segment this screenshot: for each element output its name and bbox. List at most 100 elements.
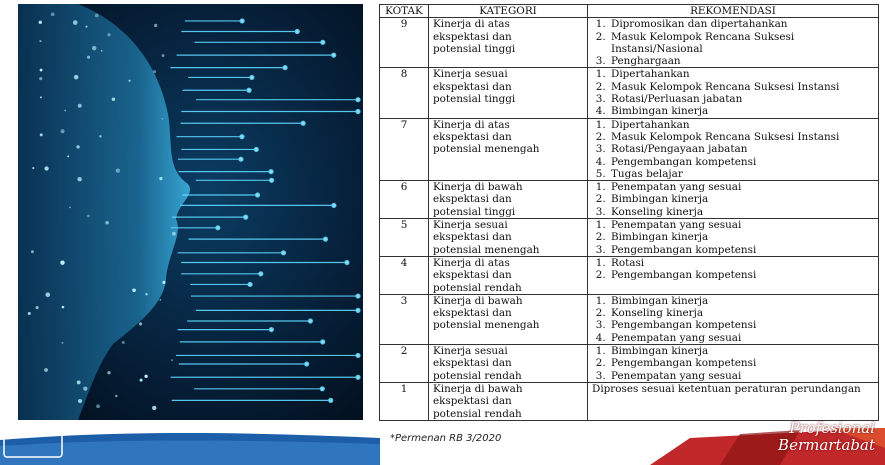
rekomendasi-list: Penempatan yang sesuaiBimbingan kinerjaK… <box>592 181 874 218</box>
glow-dot <box>50 12 55 17</box>
kategori-line: Kinerja di atas <box>433 256 510 269</box>
circuit-node <box>320 339 326 345</box>
glow-dot <box>159 298 162 301</box>
glow-dot <box>60 129 65 134</box>
kategori-line: Kinerja di atas <box>433 118 510 131</box>
circuit-node <box>328 397 334 403</box>
rekomendasi-item: Dipertahankan <box>609 68 874 80</box>
glow-dot <box>39 68 43 72</box>
circuit-node <box>355 352 361 359</box>
glow-dot <box>61 341 64 344</box>
kategori-line: Kinerja sesuai <box>433 219 508 232</box>
kategori-line: ekspektasi dan <box>433 80 512 93</box>
kategori-line: Kinerja di atas <box>433 18 510 31</box>
rekomendasi-cell: Diproses sesuai ketentuan peraturan peru… <box>587 381 879 421</box>
rekomendasi-item: Bimbingan kinerja <box>609 345 874 357</box>
kategori-line: potensial rendah <box>433 407 522 420</box>
circuit-node <box>355 293 361 299</box>
glow-dot <box>77 398 83 404</box>
circuit-node <box>355 97 361 103</box>
source-note: *Permenan RB 3/2020 <box>390 433 502 444</box>
kategori-line: potensial menengah <box>433 243 540 256</box>
glow-dot <box>96 404 100 409</box>
rekomendasi-list: DipertahankanMasuk Kelompok Rencana Suks… <box>592 68 874 117</box>
footer-wave-graphic <box>0 428 885 465</box>
glow-dot <box>61 305 65 309</box>
glow-dot <box>73 74 79 80</box>
rekomendasi-item: Pengembangan kompetensi <box>609 156 874 168</box>
rekomendasi-item: Rotasi <box>609 257 874 269</box>
glow-dot <box>152 405 157 411</box>
rekomendasi-item: Pengembangan kompetensi <box>609 319 874 331</box>
rekomendasi-list: Penempatan yang sesuaiBimbingan kinerjaP… <box>592 219 874 256</box>
circuit-node <box>253 146 259 153</box>
rekomendasi-item: Masuk Kelompok Rencana Suksesi Instansi/… <box>609 31 874 56</box>
glow-dot <box>121 340 125 344</box>
glow-dot <box>172 231 176 236</box>
circuit-node <box>282 65 288 71</box>
rekomendasi-cell: Bimbingan kinerjaPengembangan kompetensi… <box>587 344 879 383</box>
circuit-node <box>294 28 300 35</box>
kategori-line: ekspektasi dan <box>433 269 512 282</box>
kategori-line: Kinerja di bawah <box>433 382 523 395</box>
glow-dot <box>86 55 91 59</box>
rekomendasi-list: Bimbingan kinerjaKonseling kinerjaPengem… <box>592 295 874 344</box>
circuit-node <box>355 307 361 313</box>
table-header-row: KOTAK KATEGORI REKOMENDASI <box>379 3 879 19</box>
glow-dot <box>39 39 42 43</box>
glow-dot <box>111 97 116 102</box>
rekomendasi-item: Penghargaan <box>609 55 874 67</box>
glow-dot <box>145 293 148 296</box>
glow-dot <box>27 311 31 316</box>
rekomendasi-item: Penempatan yang sesuai <box>609 332 874 344</box>
kategori-line: Kinerja sesuai <box>433 68 508 81</box>
rekomendasi-cell: DipertahankanMasuk Kelompok Rencana Suks… <box>587 67 879 119</box>
header-kategori: KATEGORI <box>428 3 588 19</box>
glow-dot <box>161 54 165 57</box>
circuit-node <box>320 39 326 45</box>
glow-dot <box>144 374 148 378</box>
rekomendasi-item: Dipromosikan dan dipertahankan <box>609 18 874 30</box>
kategori-line: potensial tinggi <box>433 42 516 55</box>
rekomendasi-cell: DipertahankanMasuk Kelompok Rencana Suks… <box>587 117 879 182</box>
rekomendasi-item: Konseling kinerja <box>609 307 874 319</box>
kategori-line: potensial tinggi <box>433 93 516 106</box>
rekomendasi-list: Bimbingan kinerjaPengembangan kompetensi… <box>592 345 874 382</box>
glow-dot <box>72 20 78 25</box>
glow-dot <box>171 359 174 362</box>
kotak-number: 7 <box>379 117 429 182</box>
rekomendasi-cell: Penempatan yang sesuaiBimbingan kinerjaK… <box>587 180 879 220</box>
circuit-node <box>280 250 287 256</box>
kategori-line: potensial menengah <box>433 319 540 332</box>
glow-dot <box>83 386 88 391</box>
glow-dot <box>161 117 164 120</box>
glow-dot <box>115 394 118 398</box>
kategori-line: Kinerja di bawah <box>433 294 523 307</box>
kategori-line: potensial rendah <box>433 369 522 382</box>
rekomendasi-cell: Penempatan yang sesuaiBimbingan kinerjaP… <box>587 218 879 257</box>
rekomendasi-cell: RotasiPengembangan kompetensi <box>587 255 879 295</box>
rekomendasi-item: Masuk Kelompok Rencana Suksesi Instansi <box>609 131 874 143</box>
kategori-line: ekspektasi dan <box>433 30 512 43</box>
glow-dot <box>94 13 99 18</box>
kotak-number: 1 <box>379 381 429 421</box>
glow-dot <box>77 103 82 108</box>
rekomendasi-item: Bimbingan kinerja <box>609 295 874 307</box>
kategori-line: potensial tinggi <box>433 205 516 218</box>
glow-dot <box>107 33 111 37</box>
rekomendasi-cell: Dipromosikan dan dipertahankanMasuk Kelo… <box>587 17 879 69</box>
circuit-node <box>268 168 274 175</box>
